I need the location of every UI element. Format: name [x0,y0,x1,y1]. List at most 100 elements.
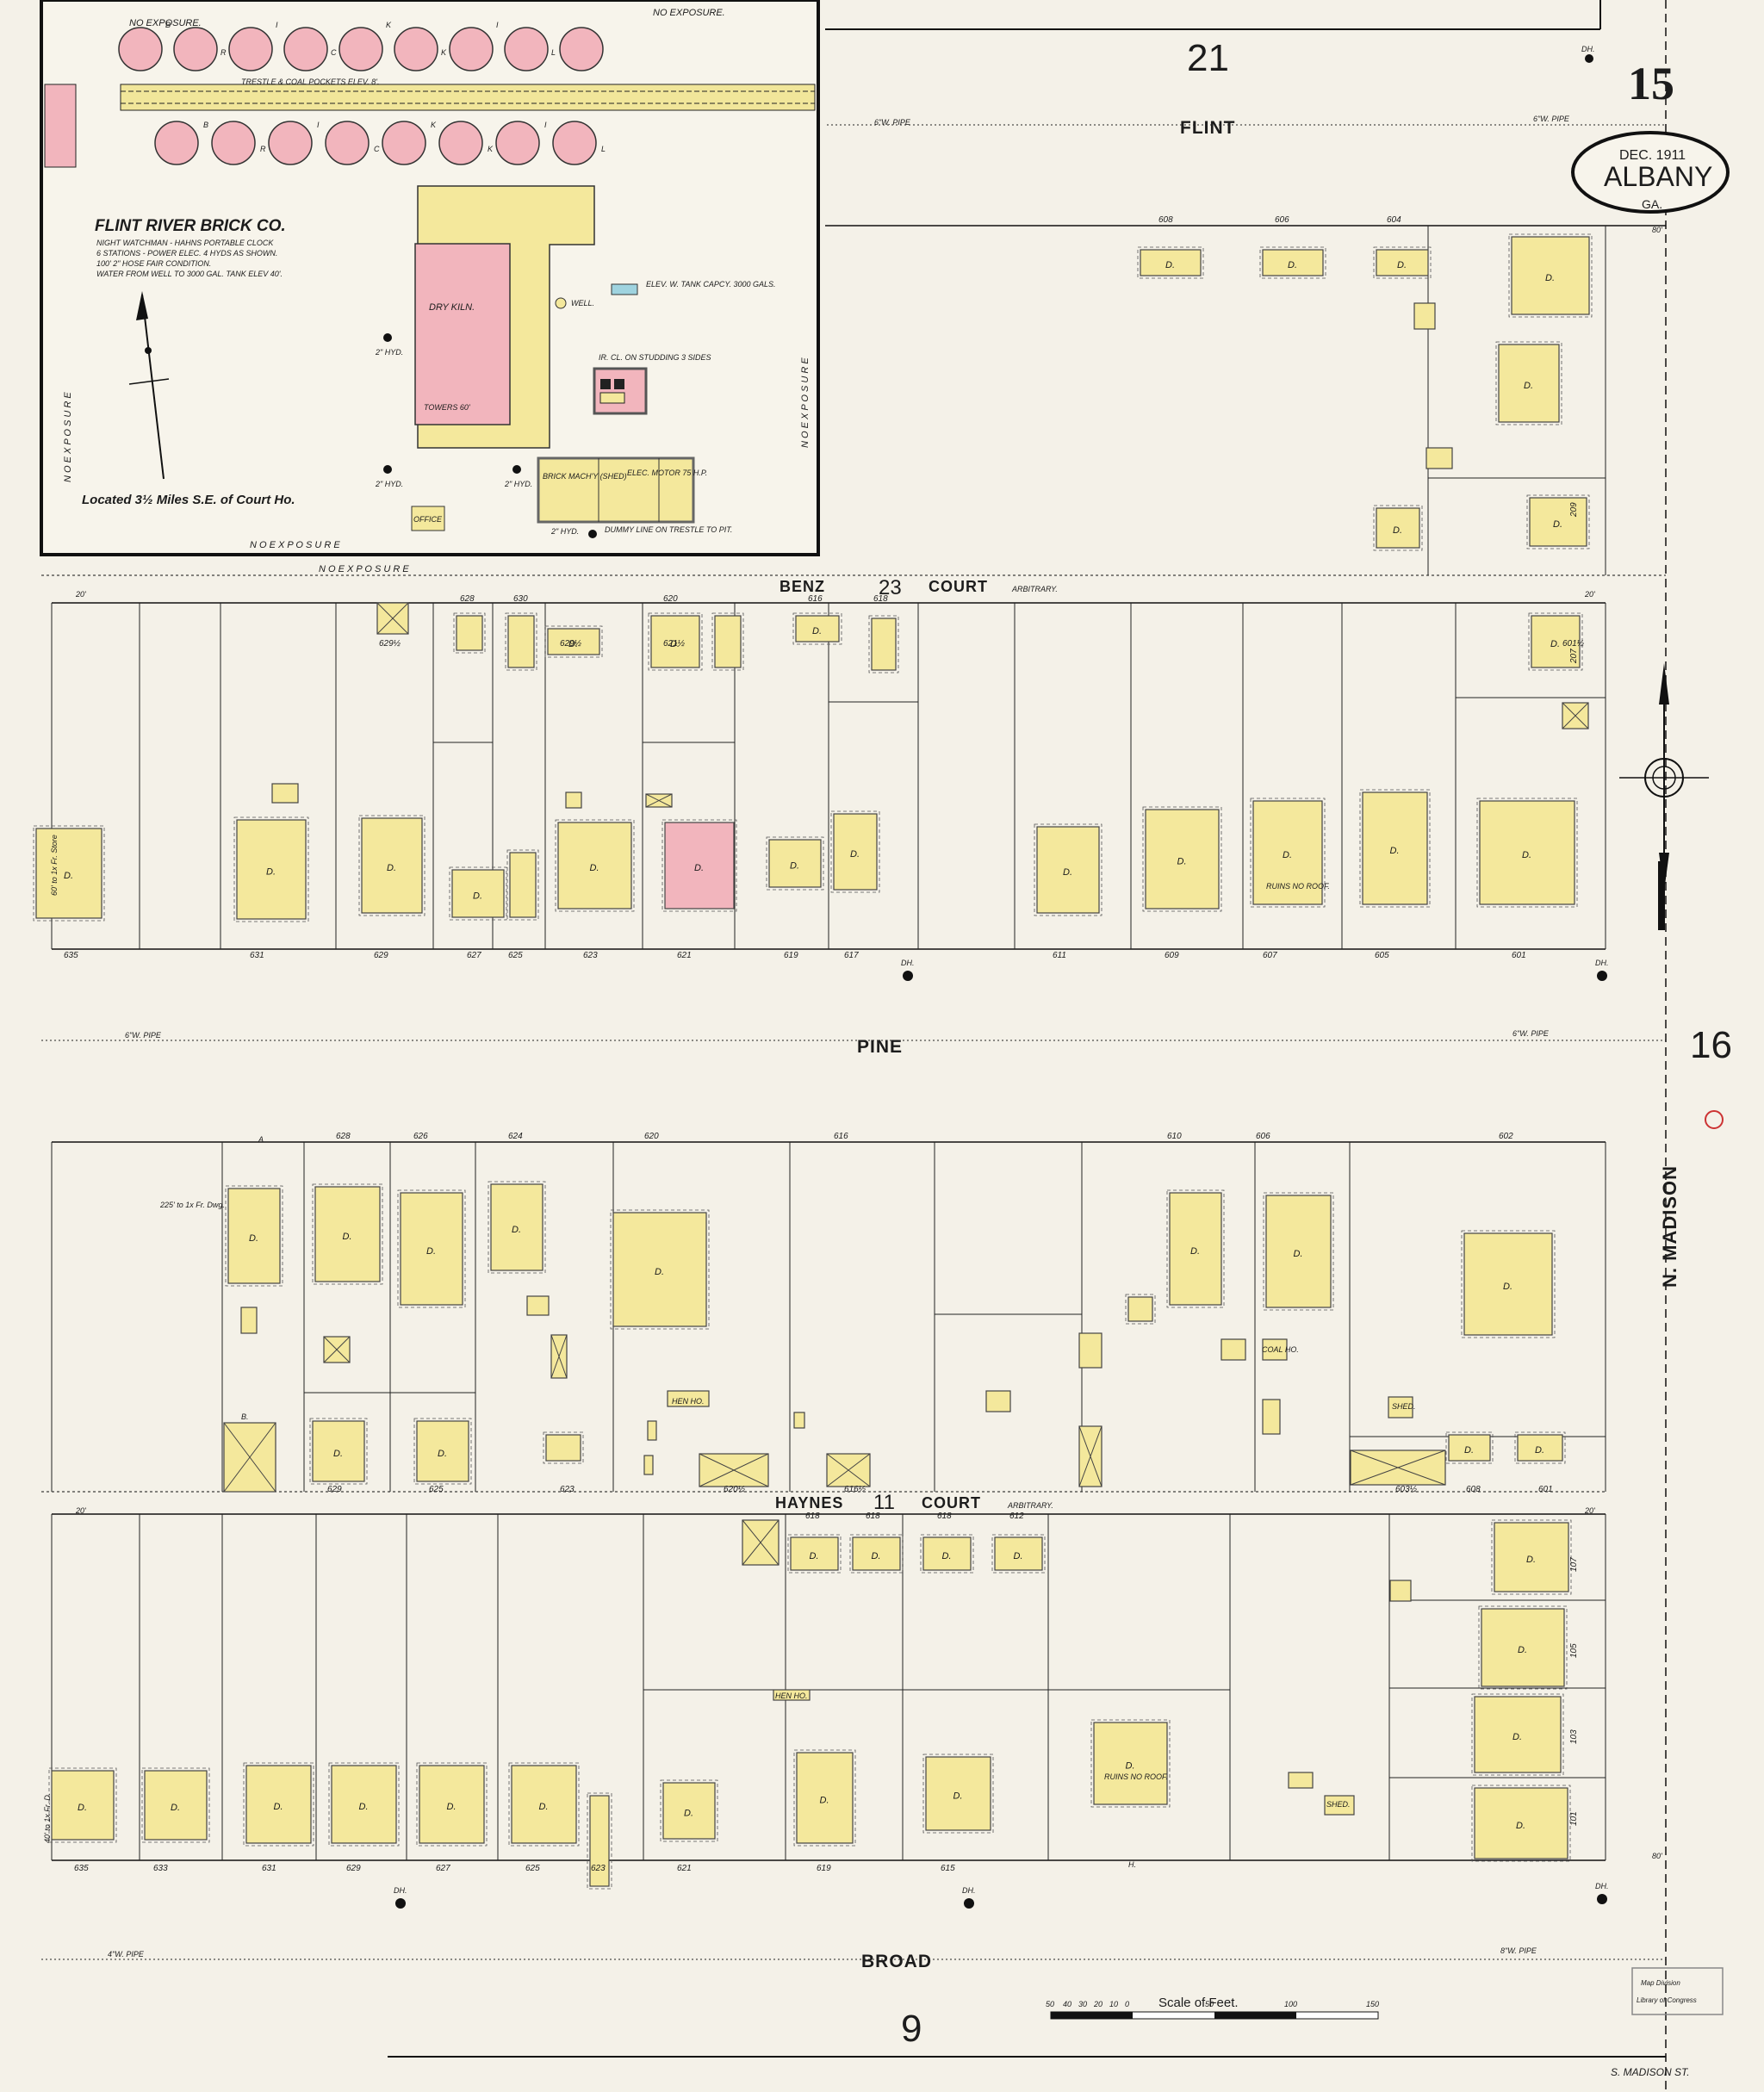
dwelling-label: D. [1516,1821,1525,1831]
house-number: 617 [844,951,859,960]
house-number: 628 [336,1132,351,1141]
shed [1078,1332,1102,1369]
width-80: 80' [1652,226,1662,234]
dwelling-label: D. [790,861,799,872]
house-number: 107 [1569,1557,1579,1572]
hydrant-icon [512,465,521,474]
dwelling-label: D. [274,1802,283,1812]
pipe-label-flint-right: 6"W. PIPE [1533,115,1570,123]
city-stamp: DEC. 1911 ALBANY GA. [1571,131,1730,214]
dry-kiln [414,243,511,425]
inset-location: Located 3½ Miles S.E. of Court Ho. [82,493,295,507]
shed [643,1455,654,1475]
house-number: 626 [413,1132,428,1141]
adjoining-sheet-top: 21 [1187,37,1229,79]
house-number: 623 [591,1864,606,1873]
hydrant-icon [964,1898,974,1909]
hydrant-label: 2" HYD. [375,480,403,488]
house-number: 621½ [663,639,686,649]
dwelling-label: D. [1526,1555,1536,1565]
house-number: 603½ [1395,1485,1418,1494]
dwelling: D. [397,1189,466,1308]
outbuilding-crossed [1078,1425,1102,1487]
outbuilding-crossed [1350,1450,1446,1486]
dwelling: D. [508,1762,580,1847]
dwelling-label: D. [1503,1282,1512,1292]
elec-motor-label: ELEC. MOTOR 75 H.P. [627,469,707,477]
company-line-label: DUMMY LINE ON TRESTLE TO PIT. [605,525,732,534]
dwelling: D. [1137,246,1204,279]
dwelling: D. [1373,505,1423,551]
hen-house-label: HEN HO. [672,1397,705,1406]
shed [793,1412,805,1429]
hydrant-label: DH. [1595,1882,1609,1890]
street-flint: FLINT [1180,118,1235,138]
dwelling: D. [787,1534,842,1574]
street-s-madison: S. MADISON ST. [1611,2066,1690,2078]
scale-tick-label: 50 [1205,2000,1214,2008]
house-number: 610 [1167,1132,1182,1141]
house-number: 612 [1009,1512,1024,1521]
dwelling-label: D. [684,1809,693,1819]
frame-store-note: 60' to 1x Fr. Store [50,835,59,896]
house-number: 630 [513,594,528,604]
dwelling [711,612,744,671]
brick-kiln-icon [552,121,597,165]
dwelling: D. [1034,823,1102,916]
kiln-letter: B [165,21,171,29]
dwelling: D. [1445,1431,1494,1464]
dwelling-label: D. [539,1802,549,1812]
shed [526,1295,550,1316]
dwelling: D. [488,1181,546,1274]
dwelling [543,1431,584,1464]
dwelling: D. [358,815,425,916]
kiln-letter: L [601,145,606,153]
dwelling: D. [233,816,309,922]
dwelling-label: D. [78,1803,87,1813]
h-label: H. [1128,1860,1136,1869]
dwelling-label: D. [1512,1732,1522,1742]
scale-tick-label: 100 [1284,2000,1297,2008]
width-20-left: 20' [75,590,86,599]
dwelling: D. [1514,1431,1566,1464]
brick-machinery-shed [537,456,695,524]
dwelling: D. [648,612,703,671]
house-number: 616 [808,594,823,604]
dwelling-label: D. [426,1246,436,1257]
house-number: 629 [346,1864,361,1873]
house-number: 103 [1569,1729,1579,1744]
dwelling: D. [1478,1605,1568,1690]
brick-kiln-icon [438,121,483,165]
house-number: 619 [817,1864,831,1873]
dwelling: D. [991,1534,1046,1574]
dwelling: D. [312,1183,383,1285]
shed-label: SHED. [1326,1800,1351,1809]
dwelling-label: D. [512,1225,521,1235]
house-number: 631 [250,951,264,960]
brick-kiln-icon [283,27,328,71]
dwelling [587,1792,612,1890]
shed [667,1390,710,1407]
house-number: 629 [374,951,388,960]
kiln-letter: I [276,21,278,29]
stamp-line-1: Map Division [1641,1979,1680,1987]
brick-kiln-icon [211,121,256,165]
house-number: 628 [460,594,475,604]
dwelling: D. [1508,233,1593,318]
no-exposure-under-inset: N O E X P O S U R E [319,564,409,574]
house-number: 633 [153,1864,168,1873]
arbitrary-label: ARBITRARY. [1011,585,1058,593]
width-20-right: 20' [1584,590,1595,599]
boiler-base [599,392,625,404]
scale-tick-label: 150 [1366,2000,1379,2008]
house-number: 601½ [1562,639,1585,649]
street-broad: BROAD [861,1952,932,1971]
hydrant-icon [395,1898,406,1909]
dwelling-label: D. [850,849,860,860]
scale-tick-label: 50 [1046,2000,1054,2008]
outbuilding-crossed [645,793,673,808]
dwelling: D. [1166,1189,1225,1308]
dwelling-label: D. [171,1803,180,1813]
brick-kiln-icon [504,27,549,71]
house-number: 607 [1263,951,1277,960]
